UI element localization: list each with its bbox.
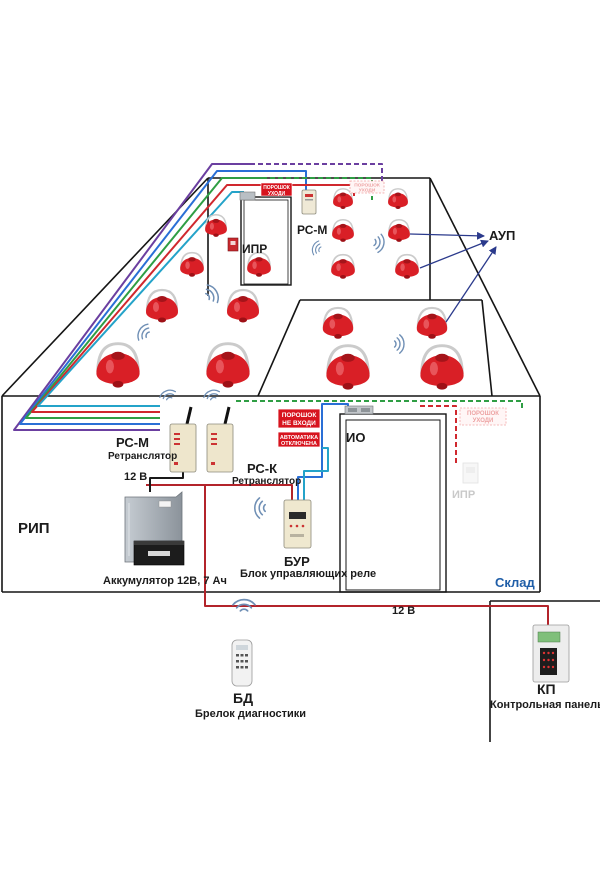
diagnostic-keyfob xyxy=(231,639,253,687)
cable-green xyxy=(25,177,262,419)
bur-label: БУР xyxy=(284,554,310,569)
sign-auto-off-line1: АВТОМАТИКА xyxy=(280,435,318,441)
cable-red-dashed-ipr xyxy=(420,405,457,463)
bd-description: Брелок диагностики xyxy=(195,708,306,720)
rsm-type-label: Ретранслятор xyxy=(108,451,177,462)
aup-arrow xyxy=(409,231,485,240)
wireless-signal-icon xyxy=(159,389,177,401)
sprinkler-module xyxy=(331,253,355,279)
aup-arrow xyxy=(419,239,489,269)
warehouse-door xyxy=(339,413,447,593)
door-sensor-io xyxy=(344,405,374,415)
sprinkler-modules xyxy=(96,188,464,390)
rsm-top-label: РС-М xyxy=(297,223,327,237)
control-room-wall xyxy=(489,600,600,742)
sign-right-line1: ПОРОШОК xyxy=(467,411,499,417)
wireless-signal-icon xyxy=(232,598,256,612)
cable-purple xyxy=(13,163,250,431)
cable-red xyxy=(31,184,355,413)
sprinkler-module xyxy=(395,253,419,279)
io-label: ИО xyxy=(346,430,365,445)
rsk-label: РС-К xyxy=(247,461,277,476)
bur-description: Блок управляющих реле xyxy=(240,568,376,580)
sign-leave-optional-top: ПОРОШОК УХОДИ xyxy=(349,180,385,194)
cable-cyan xyxy=(37,191,244,407)
sign-leave-optional-right: ПОРОШОК УХОДИ xyxy=(459,407,507,426)
wireless-signals xyxy=(137,233,405,612)
sign-optional-line1: ПОРОШОК xyxy=(354,183,380,189)
manual-call-point-top xyxy=(227,237,239,252)
sign-optional-line2: УХОДИ xyxy=(359,188,376,194)
manual-call-point-optional xyxy=(462,462,479,484)
sprinkler-module xyxy=(322,306,354,339)
sign-right-line2: УХОДИ xyxy=(473,418,494,424)
kp-description: Контрольная панель xyxy=(490,699,600,711)
wireless-signal-icon xyxy=(393,334,405,354)
control-panel xyxy=(532,624,570,683)
sprinkler-module xyxy=(180,251,204,277)
cable-red-rip xyxy=(146,484,293,500)
cable-purple-dashed xyxy=(250,163,383,186)
aup-label: АУП xyxy=(489,228,515,243)
aup-arrows xyxy=(409,231,497,323)
sign-auto-off-line2: ОТКЛЮЧЕНА xyxy=(281,441,317,447)
sprinkler-module xyxy=(206,342,250,388)
power-line-12v xyxy=(204,485,549,626)
sign-no-entry-line2: НЕ ВХОДИ xyxy=(282,420,316,427)
aup-arrow xyxy=(445,246,497,323)
sprinkler-module xyxy=(388,188,408,209)
upper-room-door xyxy=(240,196,292,286)
sprinkler-module xyxy=(96,342,140,388)
sign-automation-off: АВТОМАТИКА ОТКЛЮЧЕНА xyxy=(277,431,321,448)
sprinkler-module xyxy=(332,219,354,242)
sprinkler-module xyxy=(388,219,410,242)
wireless-signal-icon xyxy=(373,233,385,254)
ipr-optional-label: ИПР xyxy=(452,489,475,501)
sprinkler-module xyxy=(145,288,179,323)
sign-leave-line1: ПОРОШОК xyxy=(263,185,291,191)
wireless-signal-icon xyxy=(204,284,219,304)
sprinkler-module xyxy=(416,306,448,339)
sprinkler-module xyxy=(226,288,260,323)
rsm-label: РС-М xyxy=(116,435,149,450)
rip-voltage-label: 12 В xyxy=(124,471,147,483)
sign-no-entry-line1: ПОРОШОК xyxy=(282,412,317,419)
ipr-top-label: ИПР xyxy=(242,242,267,256)
junction-box-top xyxy=(239,191,256,201)
relay-block-bur xyxy=(283,499,312,549)
repeater-rsm-top xyxy=(301,189,317,215)
battery xyxy=(133,540,185,566)
sprinkler-module xyxy=(326,344,370,390)
cable-bundle xyxy=(13,163,549,626)
wireless-signal-icon xyxy=(203,389,221,401)
warehouse-label: Склад xyxy=(495,575,536,590)
sprinkler-module xyxy=(333,188,353,209)
repeater-rsm xyxy=(169,406,197,473)
sprinkler-module xyxy=(420,344,464,390)
kp-label: КП xyxy=(537,681,556,697)
wireless-signal-icon xyxy=(254,497,266,519)
wireless-signal-icon xyxy=(311,240,322,256)
cable-cyan-bur xyxy=(303,447,329,500)
cable-green-dashed-wall xyxy=(236,400,523,410)
battery-label: Аккумулятор 12В, 7 Ач xyxy=(103,575,227,587)
building-outline xyxy=(1,177,541,593)
sign-leave-line2: УХОДИ xyxy=(268,191,286,197)
sign-leave-top: ПОРОШОК УХОДИ xyxy=(260,182,293,197)
sprinkler-module xyxy=(205,214,227,237)
power-line-voltage-label: 12 В xyxy=(392,605,415,617)
repeater-rsk xyxy=(206,406,234,473)
sprinkler-module xyxy=(247,251,271,277)
wireless-signal-icon xyxy=(137,323,151,341)
sign-no-entry: ПОРОШОК НЕ ВХОДИ xyxy=(277,408,321,429)
bd-label: БД xyxy=(233,690,253,706)
cable-black-12v xyxy=(149,472,184,492)
rsk-type-label: Ретранслятор xyxy=(232,476,301,487)
rip-label: РИП xyxy=(18,520,50,537)
cable-blue-io xyxy=(297,403,349,500)
